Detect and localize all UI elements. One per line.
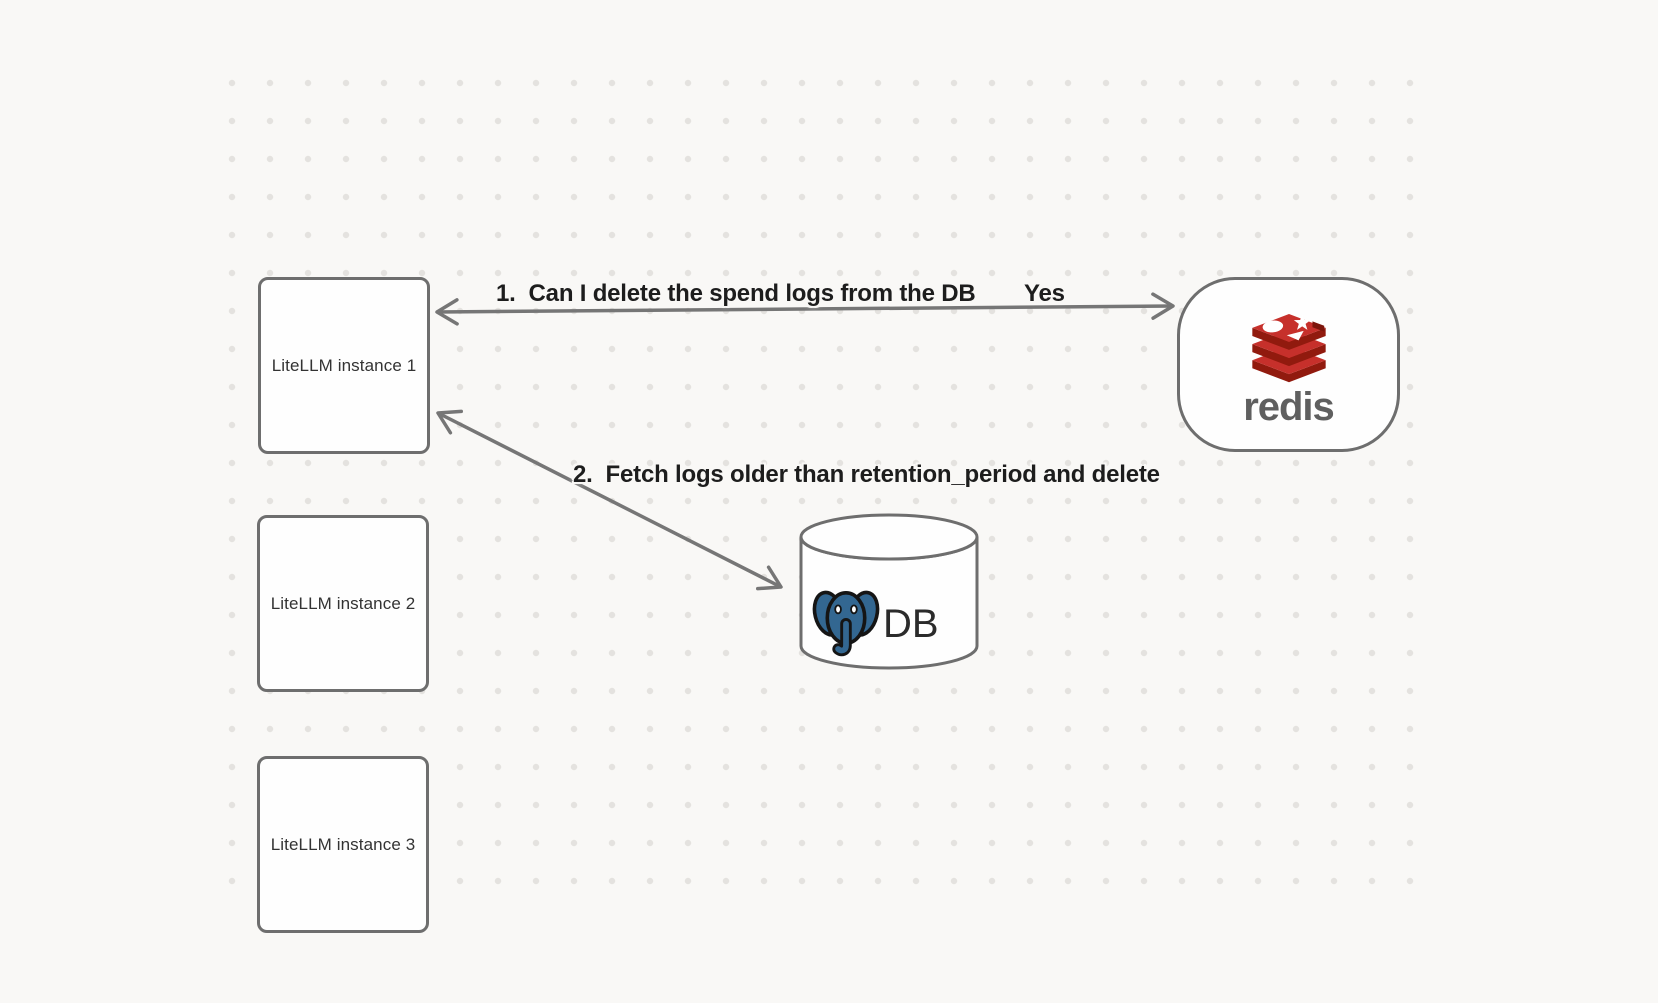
arrow-step2[interactable] [436,409,783,591]
node-redis[interactable]: redis [1177,277,1400,452]
arrow-step1[interactable] [435,292,1175,326]
arrow-step1-reply-label[interactable]: Yes [1024,280,1065,307]
node-label: LiteLLM instance 3 [270,834,416,854]
redis-wordmark: redis [1243,384,1335,429]
postgresql-elephant-icon [812,590,880,657]
cylinder-top [799,513,979,561]
node-litellm-instance-3[interactable]: LiteLLM instance 3 [257,756,429,933]
node-litellm-instance-2[interactable]: LiteLLM instance 2 [257,515,429,692]
redis-logo-icon [1251,313,1326,382]
arrow-step2-label[interactable]: 2. Fetch logs older than retention_perio… [573,461,1160,488]
node-label: LiteLLM instance 2 [270,593,416,613]
arrow-step1-label[interactable]: 1. Can I delete the spend logs from the … [496,280,976,307]
node-label: LiteLLM instance 1 [271,355,417,375]
node-litellm-instance-1[interactable]: LiteLLM instance 1 [258,277,430,454]
db-label: DB [883,602,939,646]
